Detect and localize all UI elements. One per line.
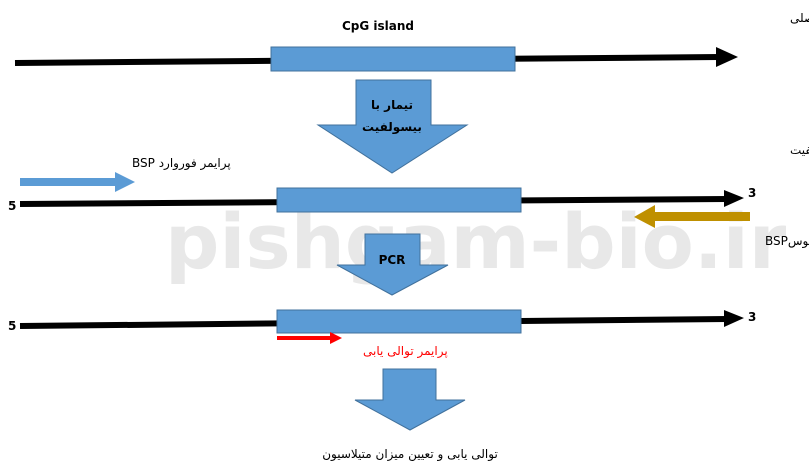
pcr-step-arrow (336, 233, 449, 296)
strand-arrowhead (724, 190, 744, 207)
forward-primer-label: پرایمر فوروارد BSP (132, 156, 231, 171)
reverse-primer-label: پرایمر معکوسBSP (765, 234, 809, 249)
sequencing-step-arrow (354, 368, 466, 431)
five-prime-label: 5 (8, 319, 16, 333)
bisulfite-step-arrow (316, 79, 469, 174)
reverse-primer-arrow (634, 205, 750, 228)
sequencing-primer-arrow (277, 332, 342, 344)
amplified-region-box (276, 309, 522, 334)
bisulfite-strand-label: توالی تیمار شده با بیسولفیت (790, 143, 809, 158)
bisulfite-step-line1: تیمار با (371, 98, 413, 112)
three-prime-label: 3 (748, 186, 756, 200)
cpg-island-box (270, 46, 516, 72)
five-prime-label: 5 (8, 199, 16, 213)
bisulfite-step-line2: بیسولفیت (362, 120, 422, 135)
forward-primer-arrow (20, 172, 135, 192)
strand-arrowhead (716, 47, 738, 67)
cpg-island-label: CpG island (342, 19, 414, 33)
sequencing-primer-label: پرایمر توالی یابی (363, 344, 448, 359)
strand-arrowhead (724, 310, 744, 327)
final-step-label: توالی یابی و تعیین میزان متیلاسیون (322, 447, 498, 462)
pcr-label: PCR (379, 253, 406, 267)
converted-region-box (276, 187, 522, 213)
original-strand-label: توالی اصلی (790, 11, 809, 26)
three-prime-label: 3 (748, 310, 756, 324)
